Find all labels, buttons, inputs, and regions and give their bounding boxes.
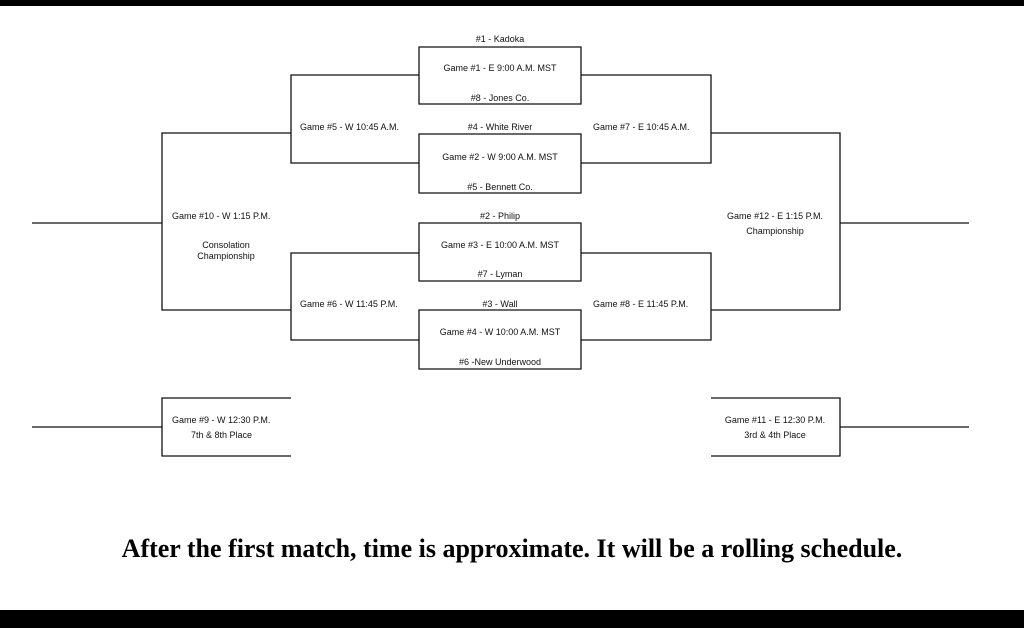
- game-5-label: Game #5 - W 10:45 A.M.: [300, 122, 400, 132]
- game-1-box: [418, 46, 582, 105]
- game-3-label: Game #3 - E 10:00 A.M. MST: [440, 240, 560, 250]
- seed-1-label: #1 - Kadoka: [475, 34, 525, 44]
- game-6-bracket: [290, 252, 419, 341]
- seed-3-label: #3 - Wall: [482, 299, 518, 309]
- game-12-sublabel: Championship: [746, 226, 804, 236]
- schedule-note: After the first match, time is approxima…: [121, 534, 903, 563]
- game-9-bracket: [161, 397, 291, 457]
- game-3-box: [418, 222, 582, 282]
- game-9-label: Game #9 - W 12:30 P.M.: [172, 415, 271, 425]
- game-7-label: Game #7 - E 10:45 A.M.: [593, 122, 690, 132]
- game-8-bracket: [581, 252, 712, 341]
- seed-5-label: #5 - Bennett Co.: [467, 182, 533, 192]
- seed-8-label: #8 - Jones Co.: [470, 93, 530, 103]
- game-7-bracket: [581, 74, 712, 164]
- game-4-label: Game #4 - W 10:00 A.M. MST: [439, 327, 561, 337]
- game-5-bracket: [290, 74, 419, 164]
- game-6-label: Game #6 - W 11:45 P.M.: [300, 299, 398, 309]
- game-11-label: Game #11 - E 12:30 P.M.: [724, 415, 826, 425]
- game-4-box: [418, 309, 582, 370]
- game-11-sublabel: 3rd & 4th Place: [744, 430, 806, 440]
- game-11-bracket: [711, 397, 841, 457]
- game-1-label: Game #1 - E 9:00 A.M. MST: [443, 63, 557, 73]
- game-10-label: Game #10 - W 1:15 P.M.: [172, 211, 271, 221]
- game-2-label: Game #2 - W 9:00 A.M. MST: [442, 152, 558, 162]
- game-2-box: [418, 133, 582, 194]
- game-12-bracket: [711, 132, 841, 311]
- game-10-sublabel: Consolation Championship: [197, 240, 255, 261]
- bracket-lines: [32, 46, 969, 457]
- bracket-canvas: #1 - Kadoka #8 - Jones Co. #4 - White Ri…: [0, 6, 1024, 610]
- seed-2-label: #2 - Philip: [479, 211, 521, 221]
- seed-6-label: #6 -New Underwood: [458, 357, 542, 367]
- seed-7-label: #7 - Lyman: [477, 269, 523, 279]
- seed-4-label: #4 - White River: [467, 122, 533, 132]
- game-8-label: Game #8 - E 11:45 P.M.: [593, 299, 689, 309]
- game-12-label: Game #12 - E 1:15 P.M.: [727, 211, 823, 221]
- game-10-bracket: [161, 132, 291, 311]
- game-9-sublabel: 7th & 8th Place: [191, 430, 253, 440]
